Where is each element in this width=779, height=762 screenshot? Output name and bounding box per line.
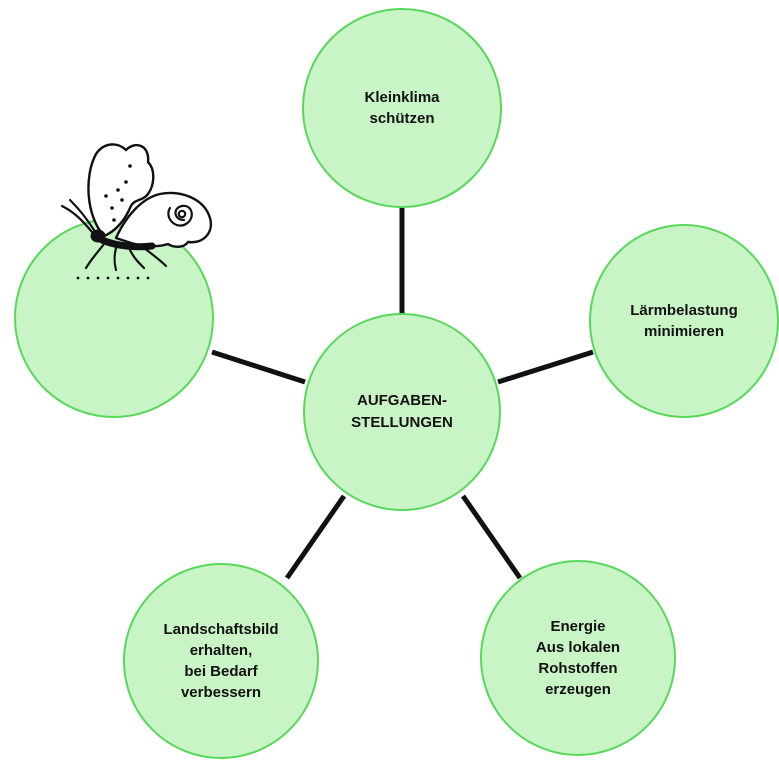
connector-bottom-left [284, 494, 347, 580]
node-right: Lärmbelastung minimieren [589, 224, 779, 418]
node-bottom-left-label: Landschaftsbild erhalten, bei Bedarf ver… [163, 621, 279, 701]
node-top-label: Kleinklima schützen [364, 89, 440, 127]
node-right-label: Lärmbelastung minimieren [630, 302, 738, 340]
node-top: Kleinklima schützen [302, 8, 502, 208]
node-left [14, 218, 214, 418]
node-center: AUFGABEN- STELLUNGEN [303, 313, 501, 511]
node-bottom-left: Landschaftsbild erhalten, bei Bedarf ver… [123, 563, 319, 759]
connectors [211, 206, 594, 580]
connector-bottom-right [460, 494, 523, 580]
center-label: AUFGABEN- STELLUNGEN [351, 392, 453, 431]
node-bottom-right: Energie Aus lokalen Rohstoffen erzeugen [480, 560, 676, 756]
connector-right [497, 349, 594, 385]
connector-left [211, 349, 306, 385]
node-bottom-right-label: Energie Aus lokalen Rohstoffen erzeugen [535, 618, 621, 698]
butterfly-icon [60, 143, 213, 280]
